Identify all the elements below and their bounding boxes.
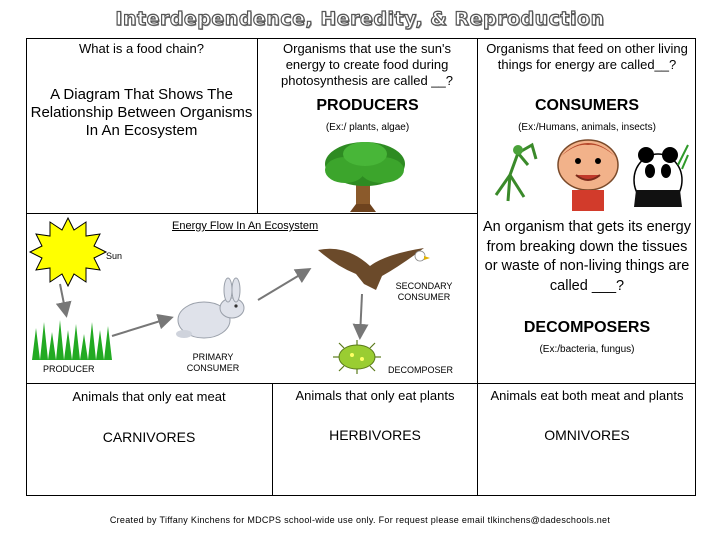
arrow-primary-to-secondary (257, 267, 312, 301)
food-chain-question: What is a food chain? (78, 41, 205, 56)
consumers-example: (Ex:/Humans, animals, insects) (518, 122, 656, 133)
divider-h-top (26, 213, 477, 214)
omnivores-answer: OMNIVORES (544, 427, 630, 443)
energy-flow-title: Energy Flow In An Ecosystem (172, 220, 319, 232)
decomposers-example: (Ex:/bacteria, fungus) (539, 344, 635, 355)
divider-v1-top (257, 38, 258, 213)
carnivores-answer: CARNIVORES (102, 429, 196, 445)
consumers-answer: CONSUMERS (534, 97, 639, 114)
herbivores-answer: HERBIVORES (329, 427, 421, 443)
divider-v2-bottom (477, 383, 478, 496)
secondary-consumer-label: SECONDARY CONSUMER (395, 281, 453, 302)
content-frame (26, 38, 696, 496)
bacteria-icon (333, 340, 381, 374)
carnivores-question: Animals that only eat meat (72, 389, 226, 404)
consumers-question: Organisms that feed on other living thin… (486, 41, 688, 72)
consumers-image (494, 139, 689, 211)
divider-h-bottom (26, 383, 696, 384)
divider-v2-top (477, 38, 478, 213)
producers-example: (Ex:/ plants, algae) (325, 122, 410, 133)
sun-label: Sun (106, 251, 123, 261)
arrow-secondary-to-decomposer (352, 293, 369, 340)
sun-icon (28, 216, 108, 288)
primary-consumer-label: PRIMARY CONSUMER (186, 352, 240, 373)
rabbit-icon (176, 277, 245, 339)
page-title: Interdependence, Heredity, & Reproductio… (115, 7, 605, 30)
grass-icon (32, 320, 112, 360)
panda-icon (633, 144, 689, 207)
divider-v1-bottom (272, 383, 273, 496)
decomposer-label: DECOMPOSER (388, 365, 454, 375)
mantis-head (513, 145, 523, 155)
arrow-producer-to-primary (111, 313, 174, 337)
herbivores-question: Animals that only eat plants (295, 388, 455, 403)
footer-credit: Created by Tiffany Kinchens for MDCPS sc… (109, 515, 611, 525)
food-chain-answer: A Diagram That Shows The Relationship Be… (30, 86, 253, 139)
divider-v2-mid (477, 213, 478, 383)
decomposers-question: An organism that gets its energy from br… (483, 219, 691, 294)
tree-icon (325, 142, 405, 212)
omnivores-question: Animals eat both meat and plants (490, 388, 684, 403)
producers-answer: PRODUCERS (316, 97, 419, 114)
person-icon (557, 139, 619, 211)
producer-label: PRODUCER (43, 364, 95, 374)
producers-question: Organisms that use the sun's energy to c… (280, 41, 453, 88)
eagle-icon (318, 248, 430, 290)
decomposers-answer: DECOMPOSERS (523, 319, 651, 336)
arrow-sun-to-producer (55, 283, 72, 318)
